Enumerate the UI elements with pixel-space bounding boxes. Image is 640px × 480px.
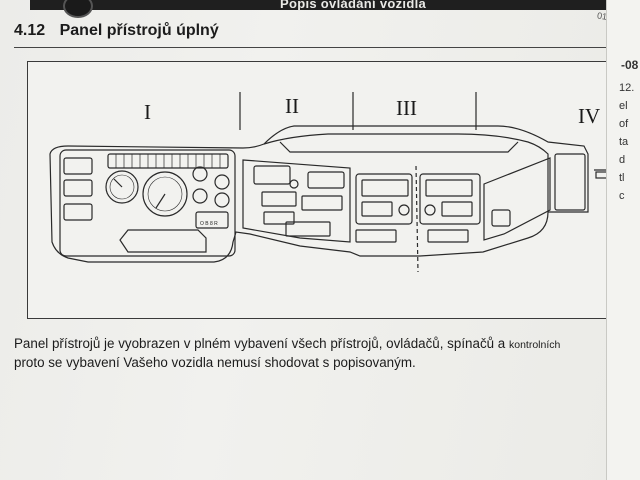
switch-block <box>63 157 93 175</box>
header-title: Popis ovládání vozidla <box>280 0 427 11</box>
zone-label-iii: III <box>396 96 417 120</box>
caption-text: Panel přístrojů je vyobrazen v plném vyb… <box>14 335 614 372</box>
next-page-fragment: c <box>619 190 625 202</box>
dashboard-figure: O B 8 R <box>27 61 615 319</box>
header-bar: Popis ovládání vozidla <box>30 0 606 18</box>
caption-line-1-text: Panel přístrojů je vyobrazen v plném vyb… <box>14 336 506 351</box>
caption-line-1: Panel přístrojů je vyobrazen v plném vyb… <box>14 335 614 354</box>
adjacent-page-edge: -08 12. el of ta d tl c <box>606 0 640 480</box>
section-number: 4.12 <box>14 22 46 39</box>
switch-row <box>441 201 473 217</box>
vent-slot <box>355 229 397 243</box>
warning-lights <box>115 154 221 168</box>
next-page-fragment: ta <box>619 136 629 148</box>
center-recess <box>279 141 519 153</box>
warning-light-strip <box>107 153 229 169</box>
hood-line <box>263 125 589 213</box>
radio-unit <box>253 165 291 185</box>
display-box <box>195 211 229 229</box>
next-page-fragment: of <box>619 118 629 130</box>
switch-row <box>261 191 297 207</box>
switch-row <box>301 195 343 211</box>
speedometer-gauge <box>142 171 188 217</box>
instrument-label: O B 8 R <box>200 221 218 227</box>
next-page-fragment: tl <box>619 172 625 184</box>
small-gauge <box>214 192 230 208</box>
vent-slot <box>427 229 469 243</box>
switch-block <box>63 203 93 221</box>
brand-logo-icon <box>63 0 93 18</box>
section-heading: 4.12 Panel přístrojů úplný <box>14 22 219 40</box>
small-gauge <box>192 166 208 182</box>
switch-row <box>425 179 473 197</box>
zone-iii-left-panel <box>355 173 413 225</box>
next-page-fragment: 12. <box>619 82 635 94</box>
tachometer-gauge <box>105 170 139 204</box>
tachograph-unit <box>307 171 345 189</box>
small-gauge <box>214 174 230 190</box>
caption-line-1-continuation: kontrolních <box>508 339 561 351</box>
zone-label-i: I <box>144 100 151 124</box>
heading-rule <box>14 47 606 48</box>
next-page-fragment: d <box>619 154 626 166</box>
zone-ii-panel <box>242 159 351 243</box>
panel-seam <box>415 165 419 273</box>
dashboard-drawing: O B 8 R <box>49 92 614 273</box>
next-page-fragment: -08 <box>621 58 639 72</box>
section-title: Panel přístrojů úplný <box>59 22 219 39</box>
switch-row <box>361 179 409 197</box>
storage-lid <box>554 153 586 211</box>
small-gauge <box>192 188 208 204</box>
switch-row <box>263 211 295 225</box>
next-page-fragment: el <box>619 100 628 112</box>
steering-column <box>119 229 207 253</box>
caption-line-2: proto se vybavení Vašeho vozidla nemusí … <box>14 355 416 370</box>
rotary-knob <box>424 204 436 216</box>
switch-block <box>491 209 511 227</box>
cluster-frame <box>59 149 236 257</box>
rotary-knob <box>398 204 410 216</box>
manual-page: Popis ovládání vozidla 01-05 4.12 Panel … <box>0 0 621 480</box>
switch-row <box>361 201 393 217</box>
glovebox <box>483 157 551 241</box>
zone-iii-right-panel <box>419 173 481 225</box>
switch-block <box>63 179 93 197</box>
dashboard-outline <box>49 133 549 263</box>
zone-label-iv: IV <box>578 104 601 128</box>
switch-row <box>285 221 331 237</box>
zone-label-ii: II <box>285 94 299 118</box>
